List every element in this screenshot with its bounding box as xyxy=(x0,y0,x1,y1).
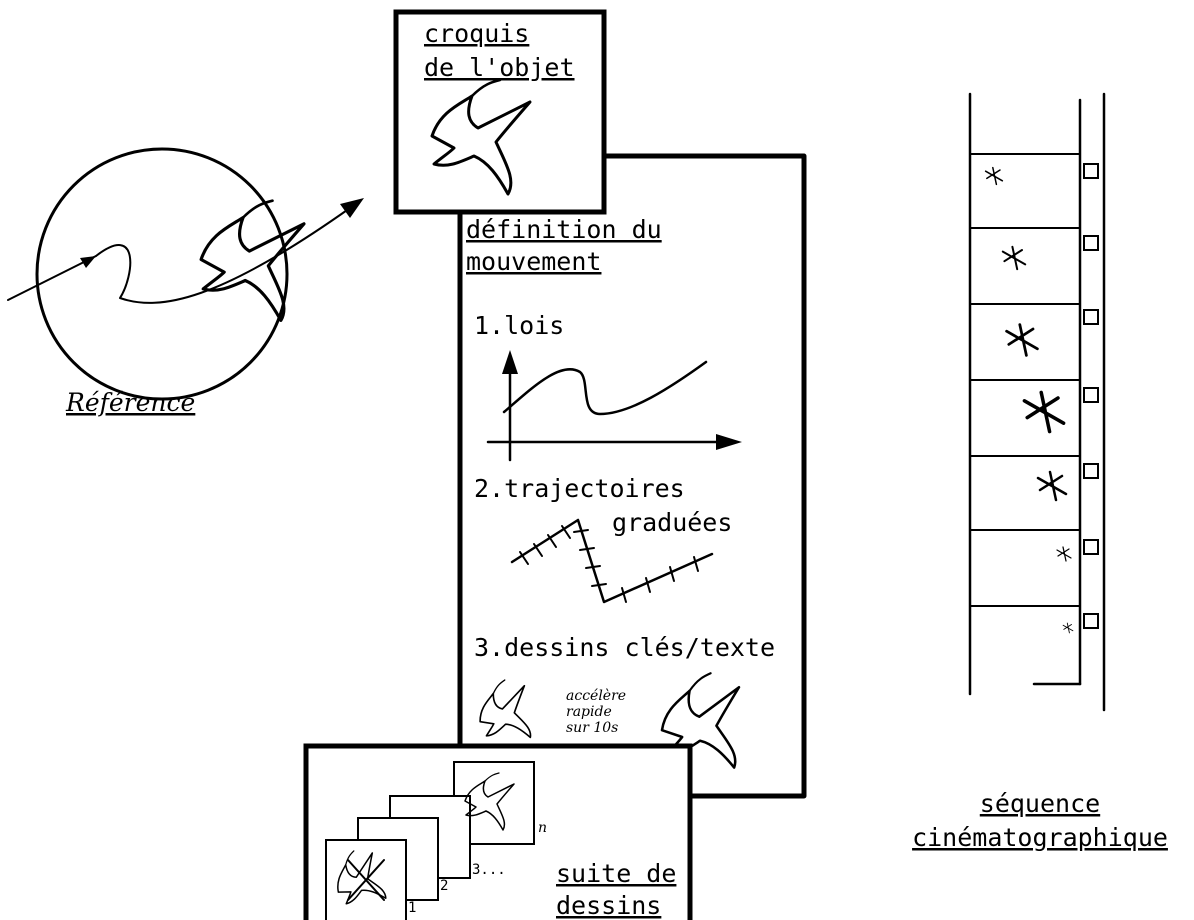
definition-title-line2: mouvement xyxy=(466,247,601,276)
croquis-panel: croquis de l'objet xyxy=(393,9,607,215)
film-frame-4-bird-icon xyxy=(1022,390,1066,434)
film-frame-3-bird-icon xyxy=(1005,323,1039,357)
reference-label: Référence xyxy=(65,388,195,417)
film-frame-dividers xyxy=(969,153,1081,607)
law-curve xyxy=(502,360,708,416)
trajectory-line xyxy=(510,518,714,604)
film-frame-6-bird-icon xyxy=(1056,546,1072,562)
step2-label-line2: graduées xyxy=(612,508,732,537)
film-frame-1-bird-icon xyxy=(984,166,1004,186)
film-strip: séquence cinématographique xyxy=(912,92,1168,852)
reference-figure: Référence xyxy=(7,147,364,417)
key-drawing-start-icon xyxy=(468,673,543,753)
reference-circle xyxy=(35,147,289,401)
bird-reference-icon xyxy=(199,199,306,322)
step1-label: 1.lois xyxy=(474,311,564,340)
keynote-line2: rapide xyxy=(566,704,612,720)
definition-title-line1: définition du xyxy=(466,215,662,244)
frame-index-2: 2 xyxy=(440,878,448,894)
film-frame-5-bird-icon xyxy=(1036,470,1068,502)
keynote-line1: accélère xyxy=(566,688,626,704)
law-graph xyxy=(486,350,742,462)
step3-label: 3.dessins clés/texte xyxy=(474,633,775,662)
arrowhead-out xyxy=(340,198,364,218)
definition-panel: définition du mouvement 1.lois 2.traject… xyxy=(457,153,807,799)
frame-index-n: n xyxy=(538,820,547,836)
graduated-trajectory xyxy=(510,518,714,604)
motion-path-curve xyxy=(95,207,351,304)
step2-label-line1: 2.trajectoires xyxy=(474,474,685,503)
suite-panel: n 3... 2 1 suite de dessins xyxy=(303,743,693,920)
sequence-title-line1: séquence xyxy=(980,789,1100,818)
croquis-title-line2: de l'objet xyxy=(424,53,575,82)
film-frame-2-bird-icon xyxy=(1001,245,1027,271)
x-axis-arrowhead xyxy=(716,434,742,450)
sequence-title-line2: cinématographique xyxy=(912,823,1168,852)
frame-index-1: 1 xyxy=(408,900,416,916)
y-axis-arrowhead xyxy=(502,350,518,374)
suite-title-line2: dessins xyxy=(556,891,661,920)
croquis-title-line1: croquis xyxy=(424,19,529,48)
arrowhead-in xyxy=(80,256,96,268)
film-frame-7-bird-icon xyxy=(1062,622,1074,634)
frame-index-3: 3... xyxy=(472,862,506,878)
motion-path-in xyxy=(7,255,97,301)
keynote-line3: sur 10s xyxy=(566,720,618,736)
suite-title-line1: suite de xyxy=(556,859,676,888)
film-perforations xyxy=(1083,163,1099,629)
